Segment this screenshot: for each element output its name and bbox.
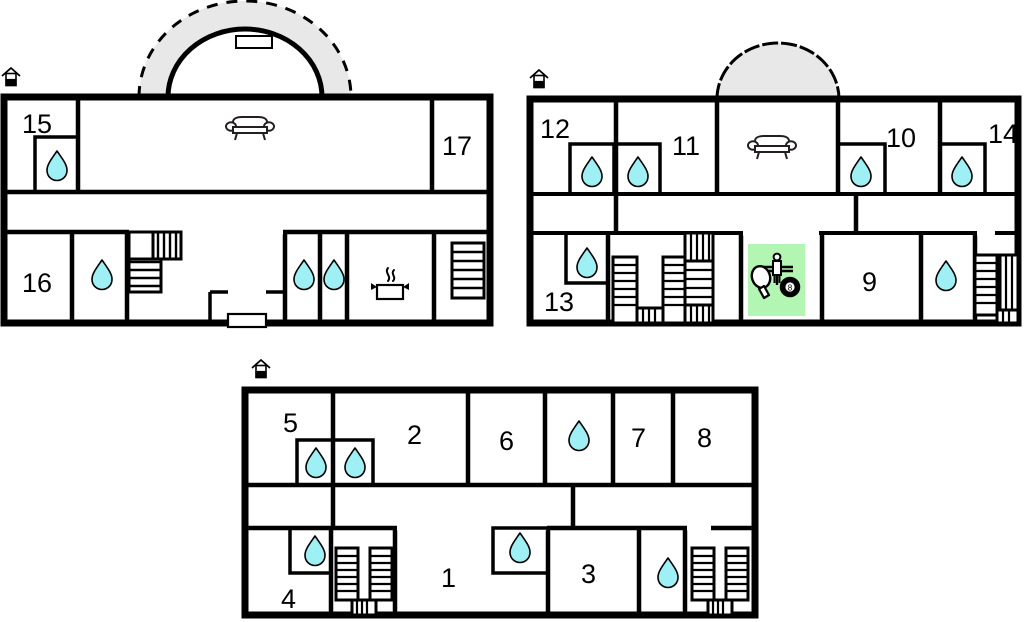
- north-house-icon-b2: [529, 69, 549, 89]
- stairs-b2-left: [611, 255, 687, 325]
- bathroom-b2-13: [564, 231, 610, 285]
- room-label-2: 2: [407, 420, 422, 450]
- room-label-12: 12: [540, 114, 570, 144]
- room-label-1: 1: [441, 563, 456, 593]
- building-upper-left: 15 17 16: [0, 0, 494, 329]
- north-house-icon-b3: [251, 359, 271, 379]
- bathroom-b2-11: [614, 142, 662, 196]
- stairs-b1-left: [127, 230, 183, 294]
- north-house-icon-b1: [1, 67, 21, 87]
- bathroom-b1-15: [33, 135, 80, 194]
- stairs-b3-right: [690, 546, 750, 617]
- bathroom-b2-12: [568, 142, 616, 196]
- bathroom-b3-2: [331, 438, 375, 487]
- bathroom-b2-14: [938, 142, 987, 196]
- bathroom-b2-10: [836, 142, 887, 196]
- room-label-4: 4: [281, 584, 296, 614]
- room-label-5: 5: [283, 408, 298, 438]
- room-label-9: 9: [862, 267, 877, 297]
- bathroom-b3-1: [491, 526, 550, 575]
- room-label-10: 10: [886, 123, 916, 153]
- entry-door-b1: [226, 312, 268, 329]
- building-lower: 5 2 6 7 8 4 1 3: [241, 359, 759, 619]
- terrace-semicircle-b2: [715, 41, 841, 100]
- building-upper-right: 12 11 10 14 13 9: [526, 41, 1022, 327]
- room-label-13: 13: [544, 287, 574, 317]
- room-label-6: 6: [499, 426, 514, 456]
- room-label-15: 15: [22, 109, 52, 139]
- bathroom-b3-4: [288, 526, 333, 575]
- stairs-b3-left: [334, 546, 394, 617]
- room-label-14: 14: [988, 119, 1018, 149]
- terrace-door-b1: [235, 35, 273, 49]
- room-label-17: 17: [442, 131, 472, 161]
- building-outline-b3: [241, 386, 759, 619]
- room-label-7: 7: [631, 423, 646, 453]
- room-label-16: 16: [22, 268, 52, 298]
- terrace-semicircle-b1: [137, 0, 353, 98]
- room-label-8: 8: [697, 423, 712, 453]
- stairs-b2-right: [973, 253, 1020, 325]
- room-label-11: 11: [672, 131, 700, 161]
- stairs-b1-right: [450, 241, 486, 300]
- stairs-b2-mid: [683, 231, 715, 325]
- room-label-3: 3: [581, 559, 596, 589]
